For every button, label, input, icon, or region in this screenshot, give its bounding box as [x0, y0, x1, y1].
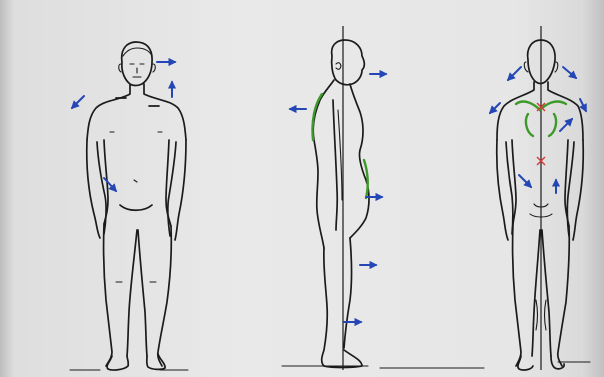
right-leg-inner — [542, 230, 551, 356]
right-leg-outer — [558, 226, 569, 366]
left-leg-inner — [532, 230, 540, 356]
arrow-icon — [519, 175, 531, 187]
arm-inner — [338, 110, 342, 200]
right-leg-outer — [158, 226, 171, 366]
leg-back — [322, 248, 328, 366]
pelvis-line — [120, 205, 152, 210]
arrow-icon — [580, 99, 586, 111]
face — [130, 64, 144, 77]
right-shoulder — [144, 84, 186, 140]
right-arm-outer — [175, 140, 186, 240]
head — [332, 40, 365, 85]
arrow-icon — [104, 178, 116, 191]
right-foot — [147, 354, 165, 369]
hairline — [123, 48, 152, 56]
ear — [336, 63, 341, 70]
left-leg-inner — [127, 230, 137, 356]
arm — [333, 100, 337, 230]
left-leg-outer — [513, 224, 521, 366]
left-foot — [107, 356, 128, 370]
arrow-icon — [508, 67, 521, 80]
scapula-highlight-left — [526, 114, 533, 136]
navel — [134, 180, 137, 182]
front-outline — [350, 84, 369, 238]
back-view-arrows — [490, 67, 586, 193]
scapula-highlight-right — [549, 114, 556, 136]
arrow-icon — [490, 103, 500, 113]
side-view-figure — [312, 26, 369, 370]
arrow-icon — [72, 96, 84, 108]
left-arm-inner — [506, 142, 513, 234]
leg-front — [344, 238, 352, 348]
left-leg-outer — [104, 224, 112, 366]
left-shoulder — [87, 84, 130, 140]
arrow-icon — [560, 119, 572, 131]
right-leg-inner — [138, 230, 147, 356]
torso-right — [565, 140, 569, 226]
arrow-icon — [563, 67, 576, 78]
right-arm-outer — [573, 140, 583, 240]
